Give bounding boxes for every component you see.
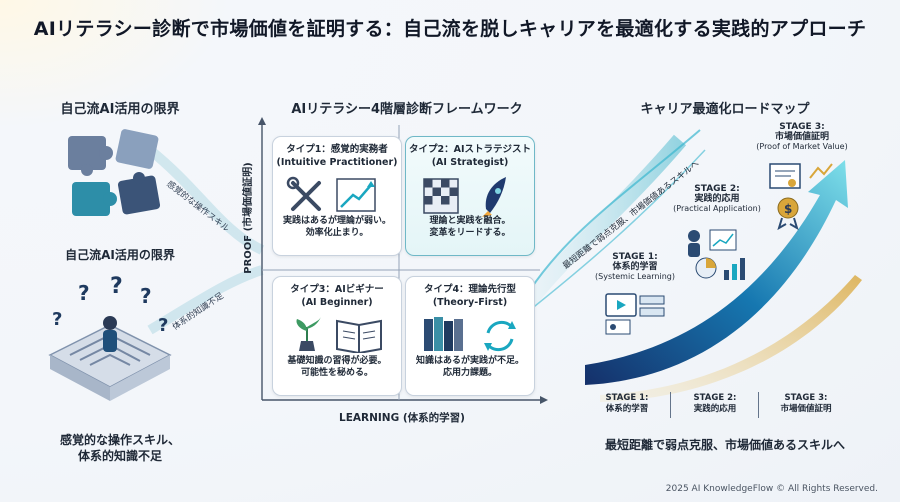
quadrant-title: タイプ4：理論先行型 (Theory-First) [406, 283, 534, 309]
quadrant-desc-line2: 可能性を秘める。 [300, 368, 373, 378]
quadrant-desc: 理論と実践を融合。 変革をリードする。 [406, 215, 534, 239]
stage-number: STAGE 3: [779, 122, 825, 132]
stage-subtitle: (Practical Application) [673, 204, 761, 213]
stage-2-label: STAGE 2: 実践的応用 (Practical Application) [672, 184, 762, 214]
quadrant-type4: タイプ4：理論先行型 (Theory-First) 知識はあるが実践が不足。 応… [405, 276, 535, 396]
svg-text:?: ? [78, 281, 90, 305]
quadrant-title-ja: タイプ3：AIビギナー [290, 284, 384, 295]
left-bottom-label-line1: 感覚的な操作スキル、 [59, 433, 180, 447]
quadrant-desc: 知識はあるが実践が不足。 応用力課題。 [406, 355, 534, 379]
stage-divider [758, 392, 759, 418]
quadrant-type2: タイプ2：AIストラテジスト (AI Strategist) 理論と実践を融合。… [405, 136, 535, 256]
quadrant-title: タイプ3：AIビギナー (AI Beginner) [273, 283, 401, 309]
quadrant-desc: 実践はあるが理論が弱い。 効率化止まり。 [273, 215, 401, 239]
svg-text:?: ? [52, 309, 62, 330]
quadrant-title-ja: タイプ1：感覚的実務者 [286, 144, 388, 155]
quadrant-desc-line1: 実践はあるが理論が弱い。 [282, 216, 391, 226]
footer-copyright: 2025 AI KnowledgeFlow © All Rights Reser… [665, 484, 878, 494]
quadrant-desc-line2: 変革をリードする。 [429, 228, 511, 238]
x-axis-label: LEARNING (体系的学習) [339, 412, 465, 424]
maze-icon: ? ? ? ? ? [48, 275, 172, 401]
quadrant-title-en: (AI Strategist) [431, 157, 509, 168]
bottom-stage-3: STAGE 3: 市場価値証明 [766, 393, 846, 415]
left-bottom-label-line2: 体系的知識不足 [77, 449, 162, 463]
learning-screen-icon [605, 293, 665, 335]
bottom-stage-1: STAGE 1: 体系的学習 [592, 393, 662, 415]
puzzle-icon [68, 129, 161, 216]
bottom-stage-title: 体系的学習 [605, 404, 649, 414]
bottom-stage-2: STAGE 2: 実践的応用 [680, 393, 750, 415]
bottom-stage-title: 市場価値証明 [780, 404, 832, 414]
stage-title: 実践的応用 [694, 194, 740, 204]
stage-3-label: STAGE 3: 市場価値証明 (Proof of Market Value) [752, 122, 852, 152]
books-cycle-icon [424, 317, 516, 352]
quadrant-desc-line2: 効率化止まり。 [305, 228, 369, 238]
quadrant-title-en: (Theory-First) [432, 297, 508, 308]
quadrant-title-ja: タイプ4：理論先行型 [423, 284, 517, 295]
quadrant-title: タイプ2：AIストラテジスト (AI Strategist) [406, 143, 534, 169]
chess-rocket-icon [423, 177, 506, 217]
stage-1-label: STAGE 1: 体系的学習 (Systemic Learning) [590, 252, 680, 282]
certificate-award-icon: $ [769, 163, 833, 230]
left-bottom-label: 感覚的な操作スキル、 体系的知識不足 [20, 432, 220, 464]
sprout-book-icon [296, 317, 382, 353]
bottom-stage-number: STAGE 2: [693, 393, 737, 403]
left-heading: 自己流AI活用の限界 [60, 102, 180, 117]
quadrant-desc-line2: 応用力課題。 [442, 368, 497, 378]
svg-text:?: ? [140, 284, 152, 308]
stage-title: 体系的学習 [612, 262, 658, 272]
svg-text:?: ? [158, 315, 168, 336]
quadrant-desc-line1: 理論と実践を融合。 [429, 216, 511, 226]
bottom-stage-title: 実践的応用 [693, 404, 737, 414]
quadrant-title-en: (Intuitive Practitioner) [276, 157, 398, 168]
y-axis-label: PROOF (市場価値証明) [243, 162, 254, 274]
application-chart-icon [688, 229, 745, 280]
quadrant-desc-line1: 知識はあるが実践が不足。 [415, 356, 524, 366]
stage-number: STAGE 1: [612, 252, 658, 262]
quadrant-desc-line1: 基礎知識の習得が必要。 [287, 356, 387, 366]
page-title: AIリテラシー診断で市場価値を証明する：自己流を脱しキャリアを最適化する実践的ア… [33, 18, 867, 40]
stage-number: STAGE 2: [694, 184, 740, 194]
stage-subtitle: (Systemic Learning) [595, 272, 675, 281]
tools-icon [286, 176, 376, 212]
bottom-stage-number: STAGE 1: [605, 393, 649, 403]
right-bottom-label: 最短距離で弱点克服、市場価値あるスキルへ [604, 438, 845, 452]
svg-text:$: $ [784, 202, 792, 216]
stage-title: 市場価値証明 [774, 132, 829, 142]
quadrant-title-en: (AI Beginner) [301, 297, 373, 308]
bottom-stage-number: STAGE 3: [784, 393, 828, 403]
quadrant-title-ja: タイプ2：AIストラテジスト [409, 144, 531, 155]
quadrant-type1: タイプ1：感覚的実務者 (Intuitive Practitioner) 実践は… [272, 136, 402, 256]
left-mid-label: 自己流AI活用の限界 [65, 248, 175, 262]
quadrant-title: タイプ1：感覚的実務者 (Intuitive Practitioner) [273, 143, 401, 169]
quadrant-desc: 基礎知識の習得が必要。 可能性を秘める。 [273, 355, 401, 379]
center-heading: AIリテラシー4階層診断フレームワーク [291, 102, 523, 117]
stage-subtitle: (Proof of Market Value) [756, 142, 848, 151]
svg-text:?: ? [110, 275, 123, 299]
quadrant-type3: タイプ3：AIビギナー (AI Beginner) 基礎知識の習得が必要。 可能… [272, 276, 402, 396]
right-heading: キャリア最適化ロードマップ [640, 102, 810, 117]
stage-divider [670, 392, 671, 418]
